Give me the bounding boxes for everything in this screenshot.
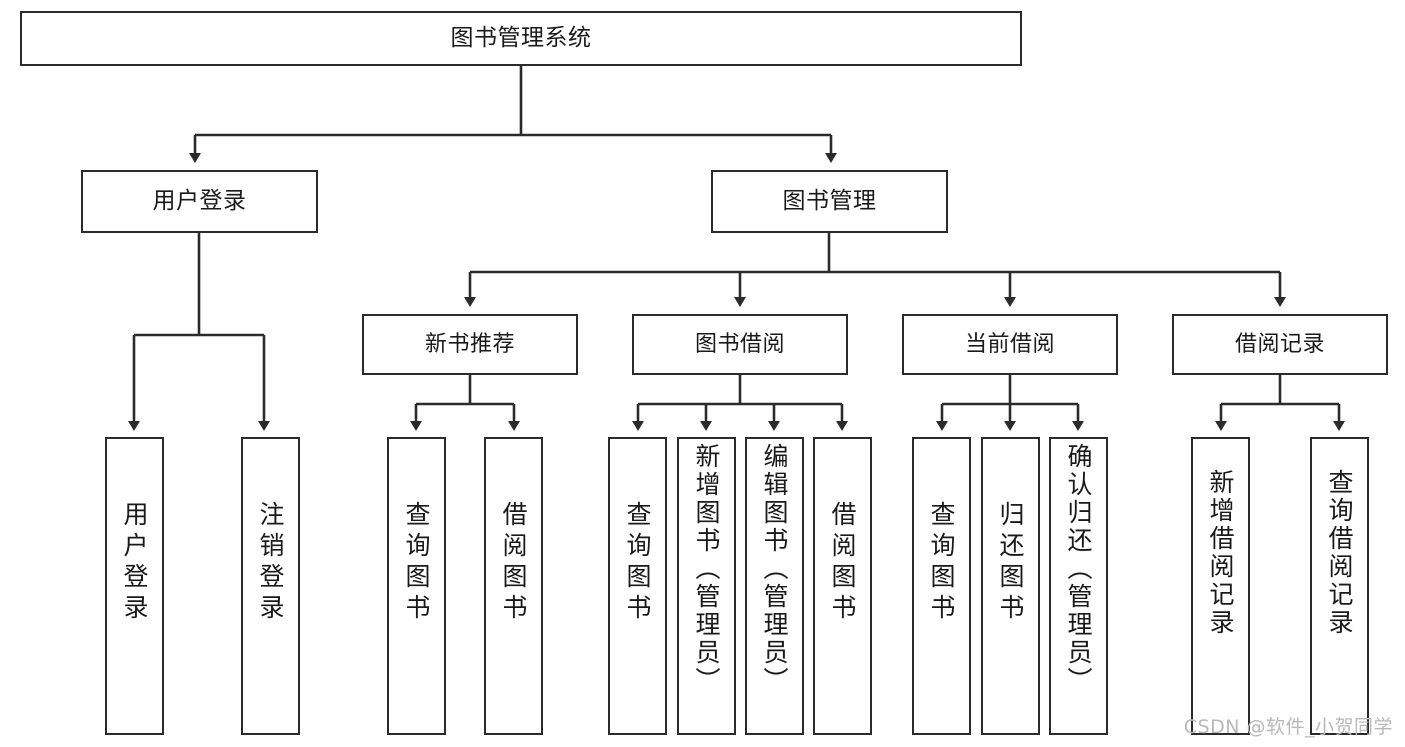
node-book-borrow[interactable]: 图书借阅 [632, 314, 848, 375]
leaf-user-login-logout[interactable]: 注销登录 [241, 437, 300, 735]
leaf-user-login-login[interactable]: 用户登录 [105, 437, 164, 735]
leaf-recommend-borrow-book-label: 借阅图书 [499, 501, 528, 625]
leaf-current-confirm-return-admin-label: 确认归还（管理员） [1064, 443, 1093, 695]
node-new-book-recommend[interactable]: 新书推荐 [362, 314, 578, 375]
leaf-user-login-login-label: 用户登录 [120, 501, 149, 625]
leaf-current-confirm-return-admin[interactable]: 确认归还（管理员） [1049, 437, 1108, 735]
node-root-label: 图书管理系统 [450, 25, 592, 52]
node-book-management-label: 图书管理 [782, 188, 877, 215]
leaf-record-query-record[interactable]: 查询借阅记录 [1310, 437, 1369, 735]
node-book-management[interactable]: 图书管理 [711, 170, 948, 233]
leaf-borrow-add-book-admin[interactable]: 新增图书（管理员） [677, 437, 736, 735]
node-current-borrow[interactable]: 当前借阅 [902, 314, 1118, 375]
node-borrow-record[interactable]: 借阅记录 [1172, 314, 1388, 375]
node-new-book-recommend-label: 新书推荐 [424, 331, 515, 357]
leaf-user-login-logout-label: 注销登录 [256, 501, 285, 625]
leaf-recommend-query-book-label: 查询图书 [402, 501, 431, 625]
leaf-borrow-query-book-label: 查询图书 [623, 501, 652, 625]
watermark-text: CSDN @软件_小贺同学 [1183, 716, 1393, 738]
node-user-login[interactable]: 用户登录 [81, 170, 318, 233]
leaf-borrow-add-book-admin-label: 新增图书（管理员） [692, 443, 721, 695]
leaf-recommend-borrow-book[interactable]: 借阅图书 [484, 437, 543, 735]
node-user-login-label: 用户登录 [152, 188, 247, 215]
leaf-current-query-book[interactable]: 查询图书 [912, 437, 971, 735]
leaf-current-return-book-label: 归还图书 [996, 501, 1025, 625]
leaf-record-query-record-label: 查询借阅记录 [1325, 469, 1354, 637]
leaf-recommend-query-book[interactable]: 查询图书 [387, 437, 446, 735]
node-borrow-record-label: 借阅记录 [1234, 331, 1325, 357]
leaf-borrow-edit-book-admin-label: 编辑图书（管理员） [760, 443, 789, 695]
leaf-record-add-record[interactable]: 新增借阅记录 [1191, 437, 1250, 735]
node-current-borrow-label: 当前借阅 [964, 331, 1055, 357]
leaf-record-add-record-label: 新增借阅记录 [1206, 469, 1235, 637]
node-book-borrow-label: 图书借阅 [694, 331, 785, 357]
leaf-borrow-edit-book-admin[interactable]: 编辑图书（管理员） [745, 437, 804, 735]
leaf-borrow-query-book[interactable]: 查询图书 [608, 437, 667, 735]
leaf-current-return-book[interactable]: 归还图书 [981, 437, 1040, 735]
leaf-current-query-book-label: 查询图书 [927, 501, 956, 625]
leaf-borrow-borrow-book[interactable]: 借阅图书 [813, 437, 872, 735]
node-root[interactable]: 图书管理系统 [20, 11, 1022, 66]
leaf-borrow-borrow-book-label: 借阅图书 [828, 501, 857, 625]
